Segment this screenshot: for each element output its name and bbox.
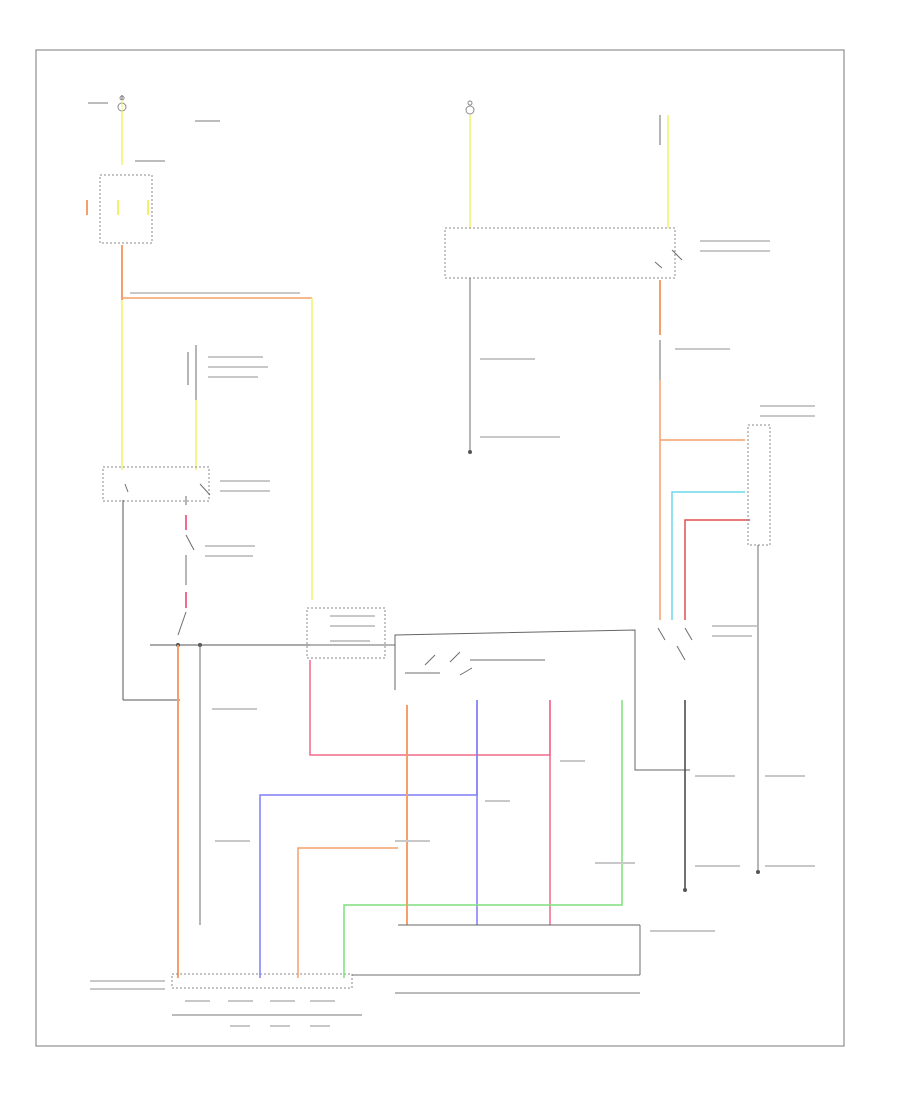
label-cluster xyxy=(88,102,815,990)
wire-red xyxy=(297,847,398,978)
wire-green xyxy=(343,904,412,978)
ground-node xyxy=(756,870,760,874)
connector-right xyxy=(747,424,771,546)
wire-blue xyxy=(259,700,478,978)
switch-contact xyxy=(177,611,187,636)
wire-pink xyxy=(309,660,551,756)
switch-contact xyxy=(185,534,195,551)
fuse-top-center xyxy=(465,100,475,115)
diagram-frame xyxy=(35,49,845,1047)
wire-cyan xyxy=(671,491,745,620)
switch-right xyxy=(657,627,693,661)
connector-top-center xyxy=(444,227,676,279)
switch-center xyxy=(405,651,545,676)
relay-contacts-right xyxy=(654,249,683,269)
connector-top-left xyxy=(86,174,153,244)
relay-box-left xyxy=(102,466,210,502)
relay-contacts-left xyxy=(124,483,211,505)
wire-green xyxy=(412,700,623,906)
fuse-left-middle xyxy=(187,345,197,400)
ground-node xyxy=(683,888,687,892)
wire-red xyxy=(684,519,750,620)
connector-pin-labels xyxy=(185,1000,335,1027)
wire-black xyxy=(394,629,690,771)
connector-bottom-left xyxy=(171,973,353,989)
ground-node xyxy=(468,450,472,454)
